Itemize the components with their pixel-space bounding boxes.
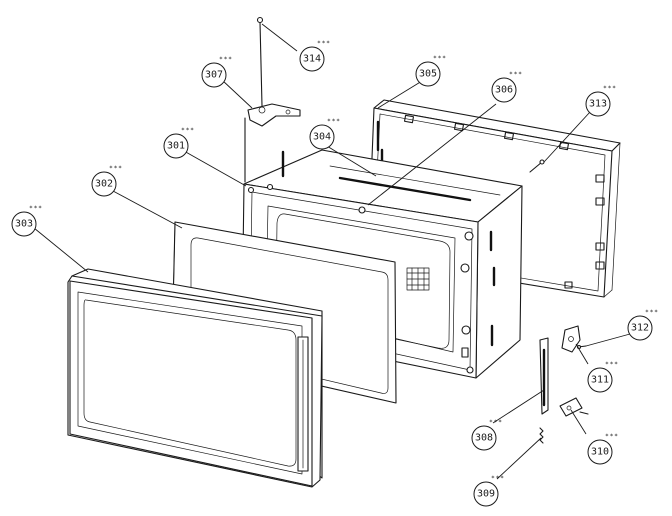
callout-302: 302 *** xyxy=(91,165,123,197)
callout-note: *** xyxy=(605,361,619,368)
callout-circle xyxy=(415,61,441,87)
callout-label: 307 xyxy=(205,70,223,81)
callout-circle xyxy=(585,91,611,117)
perforated-mesh xyxy=(406,267,430,291)
callout-circle xyxy=(11,211,37,237)
callout-label: 304 xyxy=(313,132,331,143)
callout-circle xyxy=(627,315,653,341)
callout-circle xyxy=(491,77,517,103)
callout-312: 312 *** xyxy=(627,309,659,341)
callout-note: *** xyxy=(491,475,505,482)
callout-note: *** xyxy=(605,433,619,440)
callout-note: *** xyxy=(327,118,341,125)
callout-circle xyxy=(309,124,335,150)
part-303-outer-door xyxy=(67,268,323,488)
callout-label: 308 xyxy=(475,433,493,444)
callout-314: 314 *** xyxy=(299,40,331,72)
callout-303: 303 *** xyxy=(11,205,43,237)
callout-circle xyxy=(201,62,227,88)
callout-307: 307 *** xyxy=(201,56,233,88)
callout-label: 314 xyxy=(303,54,321,65)
callout-note: *** xyxy=(489,419,503,426)
callout-note: *** xyxy=(219,56,233,63)
callout-circle xyxy=(473,481,499,507)
callout-301: 301 *** xyxy=(163,127,195,159)
callout-label: 305 xyxy=(419,69,437,80)
part-314-rod xyxy=(256,16,264,107)
callout-note: *** xyxy=(181,127,195,134)
callout-label: 310 xyxy=(591,447,609,458)
callout-note: *** xyxy=(645,309,659,316)
part-310-latch-plate xyxy=(559,397,589,417)
callout-310: 310 *** xyxy=(587,433,619,465)
callout-circle xyxy=(163,133,189,159)
callout-311: 311 *** xyxy=(587,361,619,393)
callout-label: 306 xyxy=(495,85,513,96)
leader-lines xyxy=(33,23,631,480)
part-307-hinge-bracket xyxy=(244,103,301,183)
callout-305: 305 *** xyxy=(415,55,447,87)
callout-note: *** xyxy=(603,85,617,92)
callout-note: *** xyxy=(109,165,123,172)
callout-label: 309 xyxy=(477,489,495,500)
callout-note: *** xyxy=(317,40,331,47)
callout-304: 304 *** xyxy=(309,118,341,150)
callout-313: 313 *** xyxy=(585,85,617,117)
callout-label: 303 xyxy=(15,219,33,230)
callout-308: 308 *** xyxy=(471,419,503,451)
callout-circle xyxy=(587,439,613,465)
callout-circle xyxy=(587,367,613,393)
callout-note: *** xyxy=(509,71,523,78)
callout-layer: 303 *** 302 *** 301 *** 307 *** 314 *** 304 *** 305 *… xyxy=(11,40,659,507)
callout-circle xyxy=(471,425,497,451)
callout-306: 306 *** xyxy=(491,71,523,103)
callout-309: 309 *** xyxy=(473,475,505,507)
callout-label: 311 xyxy=(591,375,609,386)
callout-label: 302 xyxy=(95,179,113,190)
part-308-lever xyxy=(539,337,549,415)
callout-label: 313 xyxy=(589,99,607,110)
part-309-spring xyxy=(539,427,544,444)
callout-circle xyxy=(299,46,325,72)
callout-circle xyxy=(91,171,117,197)
callout-label: 312 xyxy=(631,323,649,334)
part-311-latch xyxy=(561,325,581,353)
callout-note: *** xyxy=(29,205,43,212)
callout-note: *** xyxy=(433,55,447,62)
callout-label: 301 xyxy=(167,141,185,152)
